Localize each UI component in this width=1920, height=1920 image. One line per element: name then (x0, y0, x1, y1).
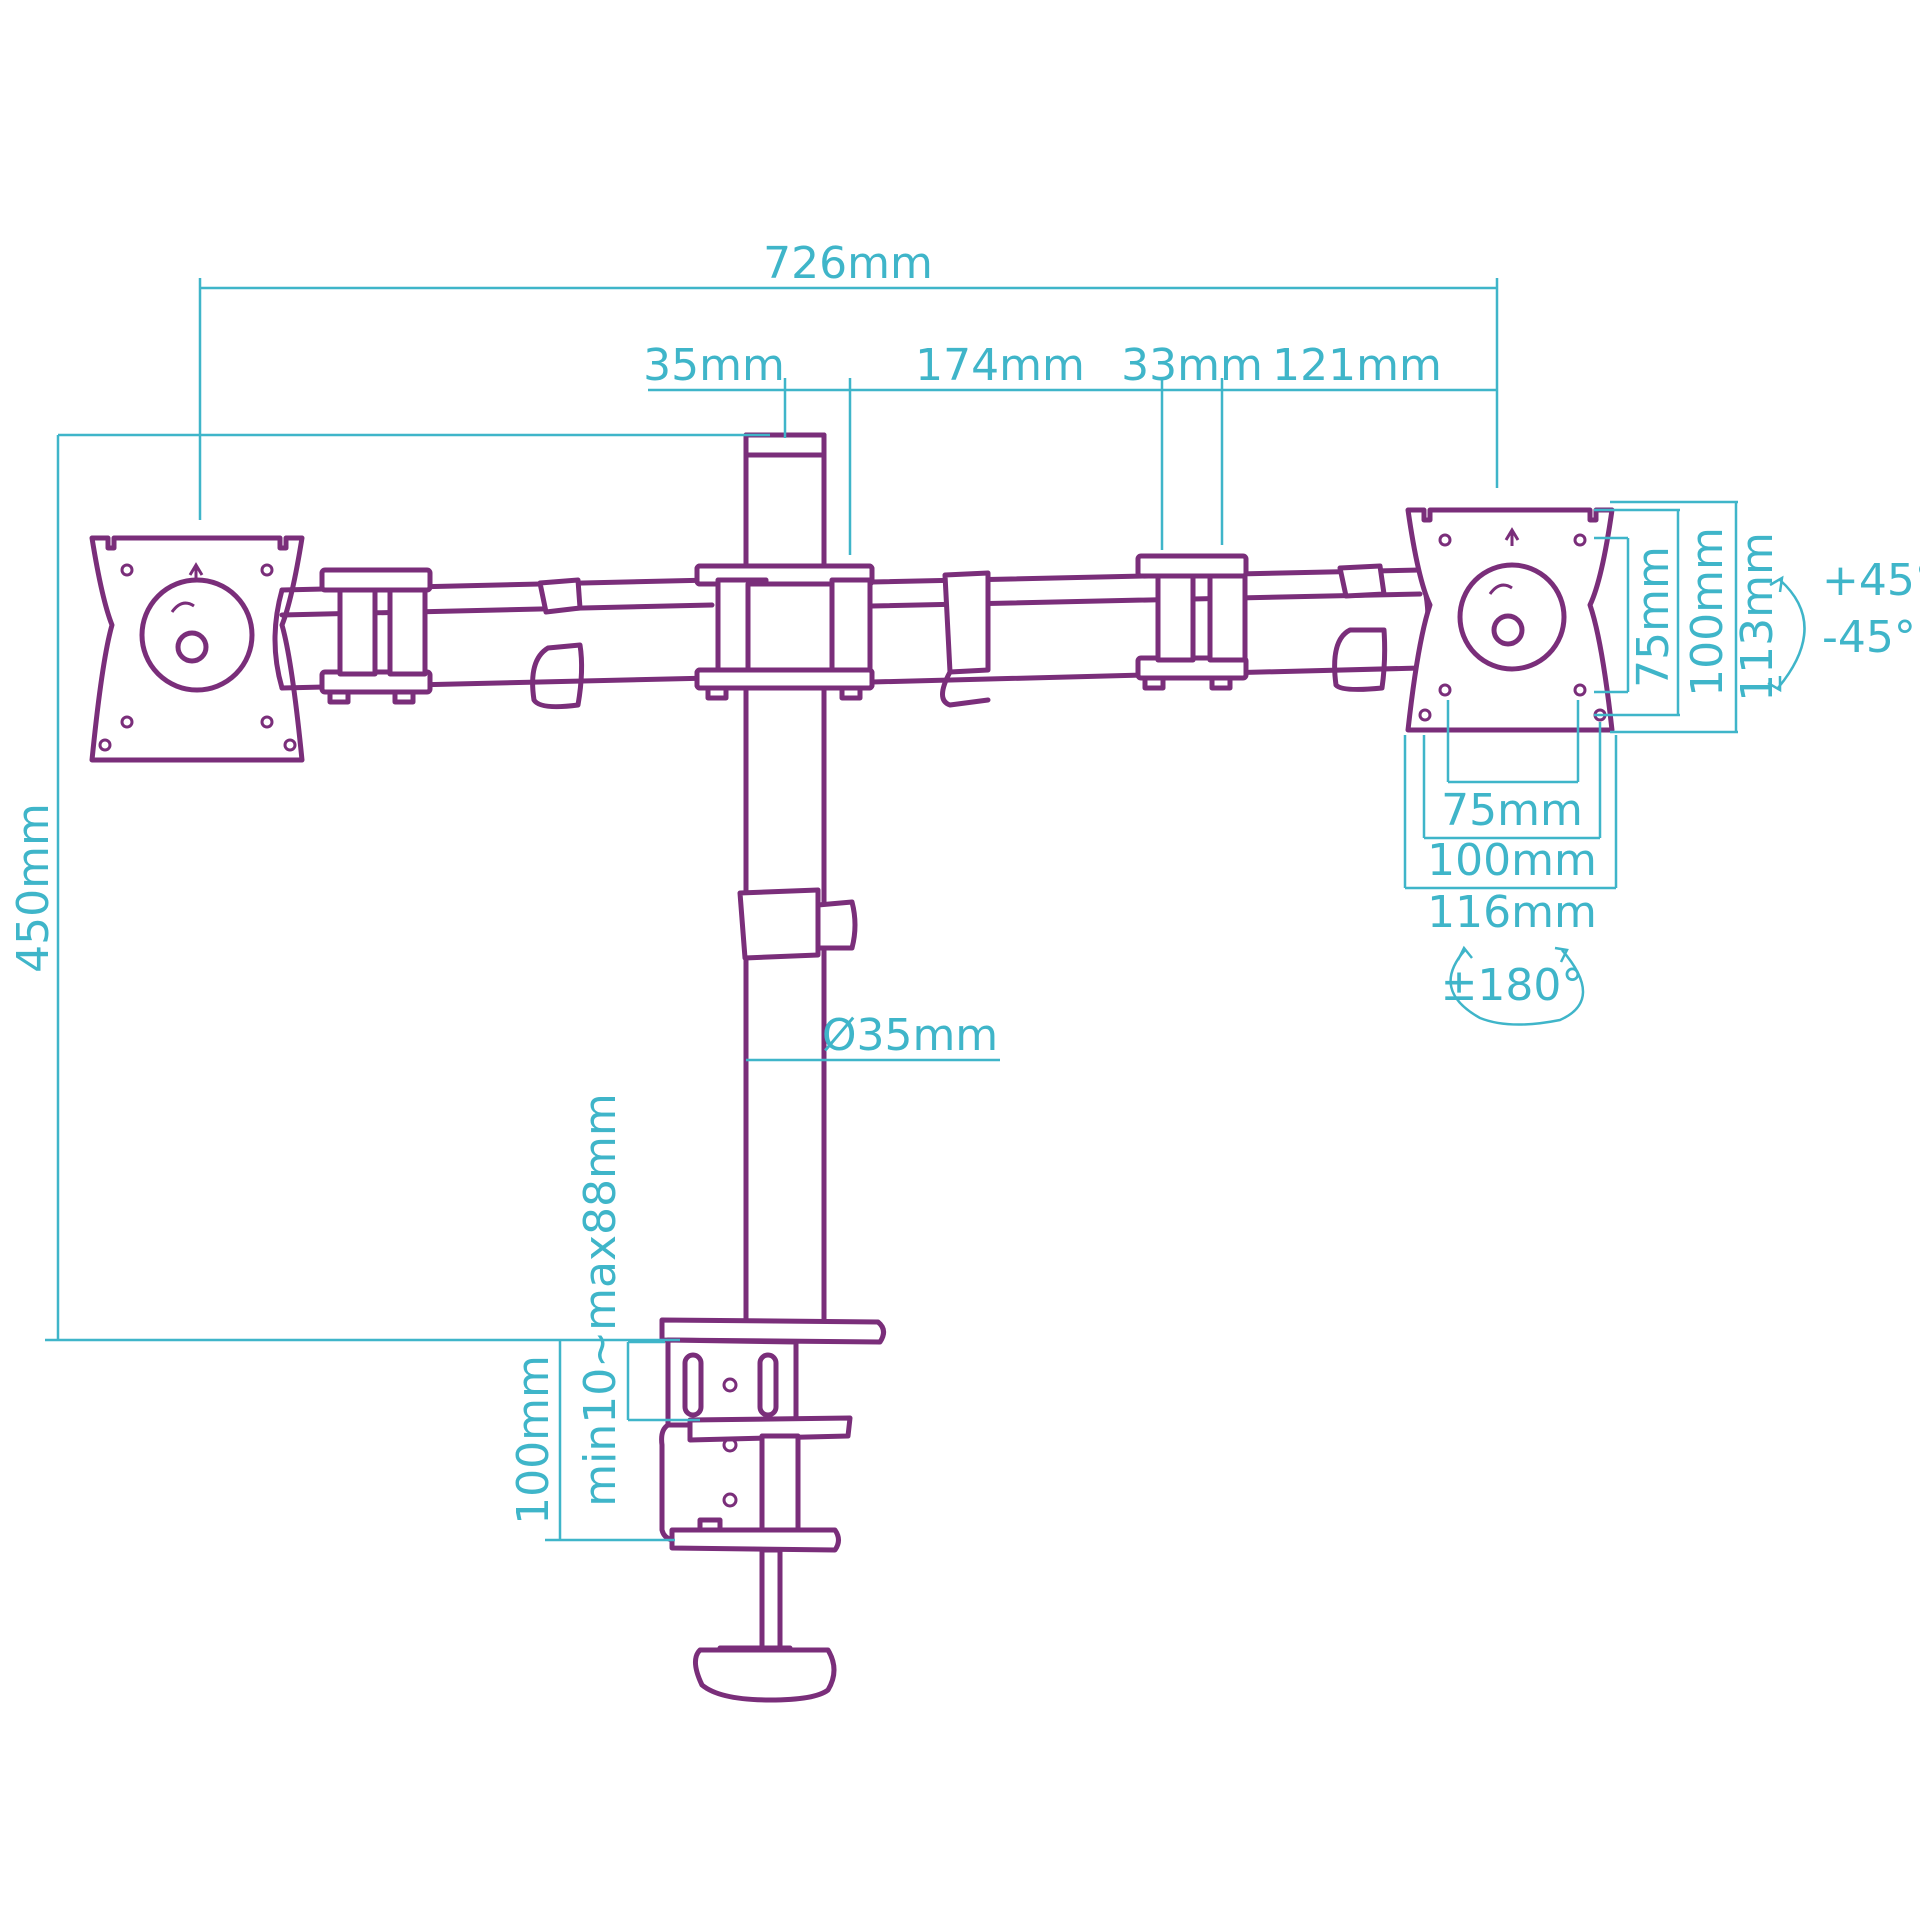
dimension-lines (45, 278, 1806, 1542)
left-vesa-plate (89, 535, 305, 763)
label-vesa-h-75: 75mm (1441, 785, 1583, 836)
label-arm-seg-3: 33mm (1121, 340, 1263, 391)
label-arm-seg-2: 174mm (915, 340, 1085, 391)
label-arm-seg-4: 121mm (1272, 340, 1442, 391)
label-tilt-up: +45° (1822, 555, 1920, 606)
product-drawing (89, 432, 1615, 1703)
label-clamp-height: 100mm (508, 1355, 559, 1525)
label-tilt-down: -45° (1822, 612, 1916, 663)
label-pole-diameter: Ø35mm (822, 1010, 998, 1061)
desk-clamp (659, 1317, 886, 1703)
label-height: 450mm (8, 803, 59, 973)
label-total-width: 726mm (763, 238, 933, 289)
right-vesa-plate (1405, 507, 1615, 733)
label-rotation: ±180° (1441, 960, 1584, 1011)
label-clamp-range: min10~max88mm (575, 1093, 626, 1506)
label-vesa-h-100: 100mm (1427, 835, 1597, 886)
dimension-labels: 726mm 35mm 174mm 33mm 121mm 450mm Ø35mm … (8, 238, 1920, 1525)
label-vesa-v-113: 113mm (1732, 532, 1783, 702)
pole (694, 432, 875, 1328)
left-arm (272, 567, 715, 710)
right-arm (869, 553, 1431, 708)
label-vesa-h-116: 116mm (1427, 887, 1597, 938)
label-vesa-v-75: 75mm (1628, 546, 1679, 688)
label-vesa-v-100: 100mm (1682, 527, 1733, 697)
label-arm-seg-1: 35mm (643, 340, 785, 391)
